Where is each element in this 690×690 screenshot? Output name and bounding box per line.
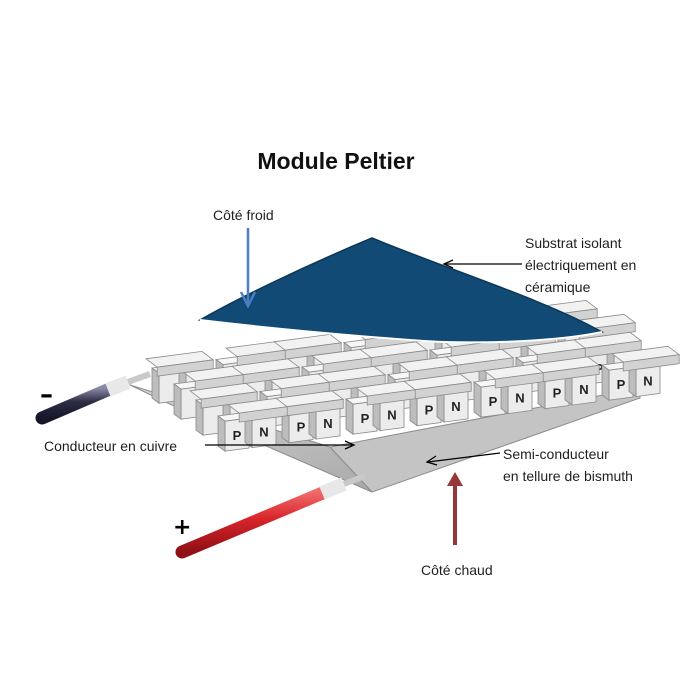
copper-connector [272, 333, 343, 360]
copper-connector [144, 350, 215, 377]
substrate-label-line-3: céramique [525, 279, 591, 295]
pellet-n-letter: N [515, 390, 524, 405]
positive-terminal-sign: + [173, 515, 192, 540]
substrate-pointer-arrow [442, 259, 522, 269]
pellet-p-letter: P [489, 394, 498, 409]
pellet-p-letter: P [617, 377, 626, 392]
copper-connector [444, 348, 515, 375]
pellet-p-letter: P [361, 411, 370, 426]
top-ceramic-edge [199, 319, 603, 344]
copper-connector [530, 356, 601, 383]
cold-side-label: Côté froid [213, 207, 274, 223]
diagram-title: Module Peltier [257, 148, 415, 174]
conductor-label: Conducteur en cuivre [44, 438, 178, 454]
conductor-pointer-arrow [205, 440, 356, 450]
pellet-n-letter: N [323, 416, 332, 431]
copper-connector [224, 340, 295, 367]
copper-connector [402, 373, 473, 400]
positive-wire [175, 473, 367, 559]
semiconductor-pointer-arrow [425, 452, 501, 466]
pellet-p-letter: P [425, 403, 434, 418]
pellet-n-letter: N [451, 399, 460, 414]
negative-terminal-sign: – [40, 380, 53, 410]
pellet-n-letter: N [643, 373, 652, 388]
pellet-n-letter: N [259, 424, 268, 439]
hot-side-arrow [447, 472, 463, 545]
pellet-n-letter: N [579, 382, 588, 397]
copper-conductor-array [144, 299, 681, 423]
copper-connector [274, 390, 345, 417]
pellet-p-letter: P [553, 386, 562, 401]
copper-connector [230, 358, 301, 385]
cold-side-arrow [239, 228, 257, 309]
substrate-label-line-1: Substrat isolant [525, 235, 622, 251]
semiconductor-label-line-2: en tellure de bismuth [503, 468, 633, 484]
substrate-label-line-2: électriquement en [525, 257, 637, 273]
pellet [600, 361, 635, 401]
negative-wire [35, 371, 152, 425]
copper-connector [610, 345, 681, 372]
pellet-p-letter: P [297, 420, 306, 435]
pellet-p-letter: P [233, 428, 242, 443]
hot-side-label: Côté chaud [421, 562, 493, 578]
semiconductor-label-line-1: Semi-conducteur [503, 446, 609, 462]
pellet-n-letter: N [387, 407, 396, 422]
pellet [216, 412, 251, 452]
